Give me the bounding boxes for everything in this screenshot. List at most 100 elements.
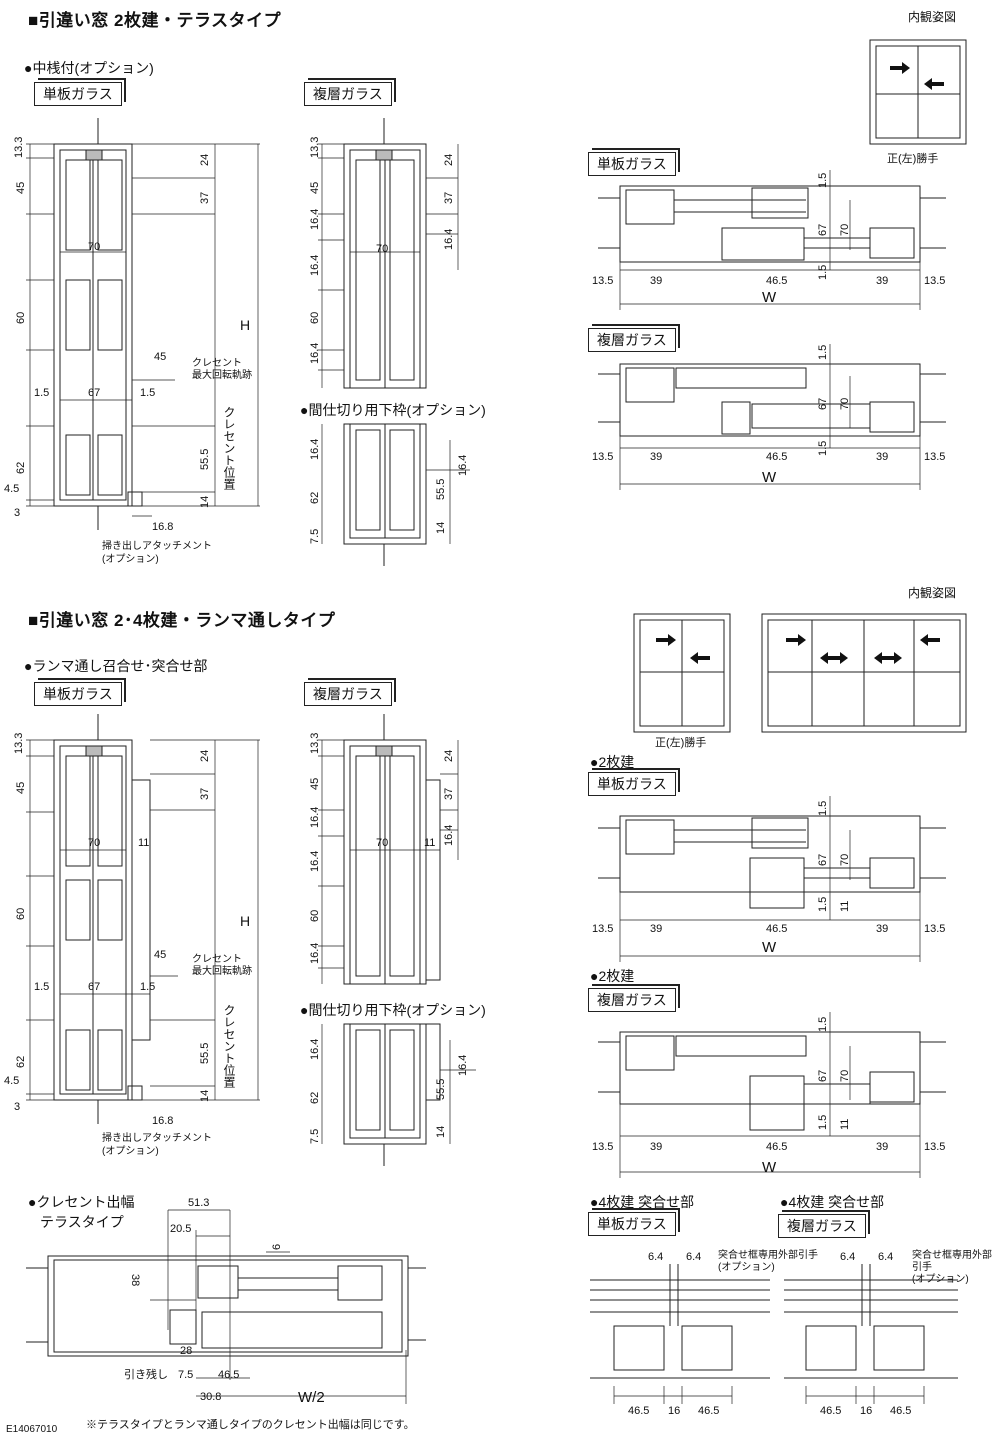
dim-label: 13.3 xyxy=(309,137,321,158)
dim-label: 70 xyxy=(839,854,851,866)
dim-label: 16.4 xyxy=(457,1055,469,1076)
dim-label: 6.4 xyxy=(840,1251,855,1263)
tab-single-glass-plan-top: 単板ガラス xyxy=(588,152,676,176)
dim-label: 11 xyxy=(138,837,149,849)
dim-label: 39 xyxy=(650,275,662,287)
crescent-note-bottom: クレセント 最大回転軌跡 xyxy=(192,954,252,977)
dim-label: 16.4 xyxy=(309,439,321,460)
dim-label: 67 xyxy=(817,854,829,866)
tab-single-glass-butt: 単板ガラス xyxy=(588,1212,676,1236)
arrow-left-icon xyxy=(920,634,940,646)
dim-label: 45 xyxy=(309,778,321,790)
dim-label-H: H xyxy=(240,913,250,929)
dim-label: 13.5 xyxy=(592,275,613,287)
dim-label: 67 xyxy=(817,224,829,236)
tab-double-glass-top: 複層ガラス xyxy=(304,82,392,106)
dim-label: 16.4 xyxy=(309,807,321,828)
dim-label: 70 xyxy=(839,1070,851,1082)
interior-view-top xyxy=(869,39,967,145)
four-panel-single-label: ●4枚建 突合せ部 xyxy=(590,1194,695,1210)
dim-label: 16.4 xyxy=(457,455,469,476)
section-drawing-single-bottom xyxy=(53,714,151,1124)
dim-label: 16.8 xyxy=(152,521,173,533)
dim-label: 39 xyxy=(876,923,888,935)
dim-label: 55.5 xyxy=(199,449,211,470)
tab-single-glass-plan-bottom: 単板ガラス xyxy=(588,772,676,796)
dim-label: 16.4 xyxy=(309,343,321,364)
dim-label: 13.5 xyxy=(924,923,945,935)
dim-label: 39 xyxy=(650,1141,662,1153)
sweep-attachment-top: 掃き出しアタッチメント (オプション) xyxy=(102,541,212,565)
dim-label: 14 xyxy=(199,496,211,508)
dim-label: 46.5 xyxy=(628,1405,649,1417)
dim-label: 3 xyxy=(14,507,20,519)
dim-label: 39 xyxy=(876,275,888,287)
dim-label: 67 xyxy=(88,387,100,399)
dim-label: 16.4 xyxy=(309,255,321,276)
dim-label: 70 xyxy=(839,224,851,236)
section-drawing-single-top xyxy=(53,118,143,530)
section-drawing-double-top xyxy=(343,118,427,389)
dim-label: 51.3 xyxy=(188,1197,209,1209)
dim-label: 45 xyxy=(309,182,321,194)
dim-label: 11 xyxy=(839,1119,851,1130)
dim-label: 55.5 xyxy=(435,1079,447,1100)
tab-single-glass-top: 単板ガラス xyxy=(34,82,122,106)
dim-label: 62 xyxy=(15,1056,27,1068)
dim-label: 6.4 xyxy=(648,1251,663,1263)
section-drawing-double-bottom xyxy=(343,714,441,985)
tab-single-glass-bottom: 単板ガラス xyxy=(34,682,122,706)
dim-label: 30.8 xyxy=(200,1391,221,1403)
dim-label: 16.8 xyxy=(152,1115,173,1127)
dim-label-W: W xyxy=(762,1159,777,1176)
arrow-left-icon xyxy=(924,78,944,90)
dim-label: 7.5 xyxy=(309,1129,321,1144)
dim-label: 37 xyxy=(443,192,455,204)
dim-label: 16.4 xyxy=(443,825,455,846)
dim-label: 67 xyxy=(817,398,829,410)
dim-label: 11 xyxy=(424,837,435,849)
dim-label: 1.5 xyxy=(34,387,49,399)
dim-label: 16 xyxy=(668,1405,680,1417)
dim-label: 38 xyxy=(129,1274,141,1286)
dim-label: 39 xyxy=(650,923,662,935)
dim-label: 13.5 xyxy=(924,451,945,463)
interior-view-label: 内観姿図 xyxy=(908,10,957,24)
dim-label: 70 xyxy=(376,243,388,255)
interior-view-2panel xyxy=(633,613,731,733)
dim-label: 46.5 xyxy=(766,275,787,287)
dim-label: 46.5 xyxy=(766,451,787,463)
partition-drawing-bottom xyxy=(343,1023,441,1166)
tab-double-glass-plan-top: 複層ガラス xyxy=(588,328,676,352)
dim-label-W-half: W/2 xyxy=(298,1389,325,1406)
middle-rail-label: ●中桟付(オプション) xyxy=(24,60,154,76)
dim-label: 37 xyxy=(199,788,211,800)
dim-label: 55.5 xyxy=(435,479,447,500)
crescent-position-bottom: クレセント位置 xyxy=(222,1004,236,1088)
arrow-right-icon xyxy=(656,634,676,646)
dim-label: 45 xyxy=(15,782,27,794)
arrow-both-icon xyxy=(874,652,902,664)
section-title-terrace: ■引違い窓 2枚建・テラスタイプ xyxy=(28,11,282,30)
dim-label: 13.5 xyxy=(924,275,945,287)
four-panel-double-label: ●4枚建 突合せ部 xyxy=(780,1194,885,1210)
dim-label: 13.3 xyxy=(13,733,25,754)
dim-label: 46.5 xyxy=(766,1141,787,1153)
plan-double-bottom xyxy=(598,1031,946,1131)
dim-label: 13.5 xyxy=(592,451,613,463)
dim-label: 46.5 xyxy=(766,923,787,935)
arrow-right-icon xyxy=(890,62,910,74)
dim-label: 70 xyxy=(88,241,100,253)
dim-label: 7.5 xyxy=(309,529,321,544)
dim-label: 1.5 xyxy=(34,981,49,993)
dim-label: 13.5 xyxy=(924,1141,945,1153)
footnote: ※テラスタイプとランマ通しタイプのクレセント出幅は同じです。 xyxy=(86,1419,415,1431)
dim-label: 16 xyxy=(860,1405,872,1417)
dim-label: 3 xyxy=(14,1101,20,1113)
dim-label: 46.5 xyxy=(218,1369,239,1381)
dim-label: 6 xyxy=(271,1244,283,1250)
dim-label: 13.3 xyxy=(309,733,321,754)
dim-label-W: W xyxy=(762,939,777,956)
dim-label: 24 xyxy=(443,154,455,166)
dim-label: 37 xyxy=(199,192,211,204)
